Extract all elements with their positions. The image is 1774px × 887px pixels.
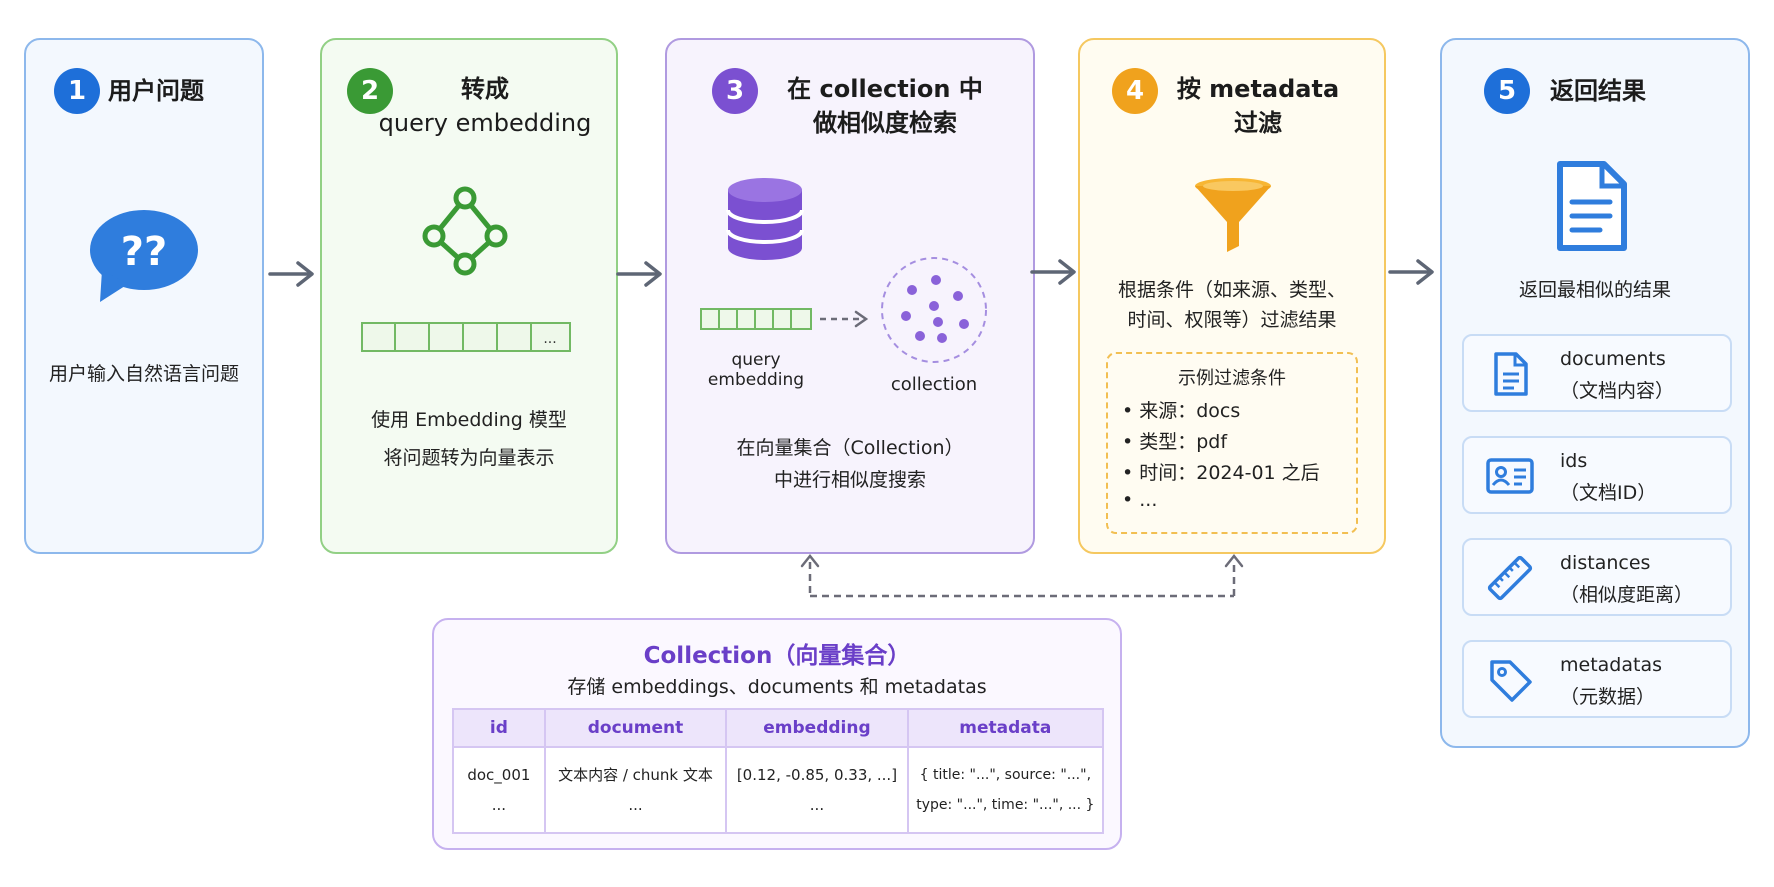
column-header-id: id: [452, 708, 546, 748]
database-icon: [726, 178, 804, 260]
step-1-badge: 1: [54, 68, 100, 114]
step-4-desc-line1: 根据条件（如来源、类型、: [1117, 279, 1346, 301]
dashed-arrow-to-collection: [820, 310, 869, 328]
cell-embedding: [0.12, -0.85, 0.33, ...] ...: [725, 746, 909, 834]
cell-line: ...: [491, 796, 507, 814]
id-card-icon: [1486, 458, 1534, 494]
step-4-title-line1: 按 metadata: [1176, 75, 1340, 103]
result-desc: （相似度距离）: [1560, 584, 1694, 606]
result-item-ids: ids （文档ID）: [1462, 436, 1732, 514]
filter-example-title: 示例过滤条件: [1178, 368, 1286, 389]
filter-example-item: • ...: [1122, 489, 1158, 511]
step-2-badge: 2: [347, 68, 393, 114]
result-desc: （文档内容）: [1560, 380, 1675, 402]
result-desc: （文档ID）: [1560, 482, 1657, 504]
arrow-2-3: [616, 261, 662, 287]
step-5-title: 返回结果: [1550, 77, 1646, 105]
result-item-distances: distances （相似度距离）: [1462, 538, 1732, 616]
filter-example-item: • 类型：pdf: [1122, 431, 1228, 453]
result-item-metadatas: metadatas （元数据）: [1462, 640, 1732, 718]
step-1-card: [24, 38, 264, 554]
filter-example-item: • 来源：docs: [1122, 400, 1241, 422]
result-name: documents: [1560, 348, 1666, 370]
cell-line: type: "...", time: "...", ... }: [916, 797, 1095, 813]
step-4-title-line2: 过滤: [1234, 109, 1282, 137]
step-3-title-line1: 在 collection 中: [787, 75, 983, 103]
table-row: doc_001 ... 文本内容 / chunk 文本 ... [0.12, -…: [452, 746, 1105, 834]
step-2-title-line2: query embedding: [378, 109, 592, 137]
step-4-badge: 4: [1112, 68, 1158, 114]
cell-line: [0.12, -0.85, 0.33, ...]: [736, 766, 898, 784]
ruler-icon: [1487, 555, 1533, 601]
step-5-badge: 5: [1484, 68, 1530, 114]
result-name: distances: [1560, 552, 1651, 574]
filter-example-item: • 时间：2024-01 之后: [1122, 462, 1320, 484]
query-vector-cells: [700, 308, 812, 330]
result-name: metadatas: [1560, 654, 1662, 676]
step-4-desc-line2: 时间、权限等）过滤结果: [1127, 309, 1337, 331]
arrow-3-4: [1030, 259, 1076, 285]
step-3-title-line2: 做相似度检索: [813, 109, 957, 137]
result-item-documents: documents （文档内容）: [1462, 334, 1732, 412]
step-3-desc-line1: 在向量集合（Collection）: [736, 437, 964, 459]
step-1-desc: 用户输入自然语言问题: [48, 363, 239, 385]
result-name: ids: [1560, 450, 1588, 472]
column-header-document: document: [543, 708, 728, 748]
step-1-title: 用户问题: [108, 77, 204, 105]
cell-line: { title: "...", source: "...",: [919, 767, 1092, 783]
result-document-icon: [1557, 161, 1627, 251]
arrow-1-2: [268, 261, 314, 287]
table-header-row: id document embedding metadata: [452, 708, 1105, 748]
cell-id: doc_001 ...: [452, 746, 546, 834]
cell-line: 文本内容 / chunk 文本: [558, 766, 713, 784]
collection-connector: [800, 553, 1244, 598]
step-2-card: [320, 38, 618, 554]
step-3-badge: 3: [712, 68, 758, 114]
funnel-icon: [1195, 178, 1271, 252]
filter-example-box: 示例过滤条件 • 来源：docs • 类型：pdf • 时间：2024-01 之…: [1106, 352, 1358, 534]
document-icon: [1494, 352, 1528, 396]
vector-ellipsis: ...: [543, 331, 556, 347]
cell-document: 文本内容 / chunk 文本 ...: [543, 746, 728, 834]
step-2-desc-line2: 将问题转为向量表示: [383, 447, 555, 469]
collection-panel: Collection（向量集合） 存储 embeddings、documents…: [432, 618, 1122, 850]
question-bubble-icon: ??: [90, 210, 198, 302]
arrow-4-5: [1388, 259, 1434, 285]
collection-cluster-icon: [881, 257, 987, 363]
collection-title: Collection（向量集合）: [643, 643, 911, 669]
collection-label: collection: [890, 374, 978, 395]
cell-line: ...: [809, 796, 825, 814]
cell-line: ...: [628, 796, 643, 814]
collection-subtitle: 存储 embeddings、documents 和 metadatas: [567, 676, 987, 698]
question-marks: ??: [121, 229, 167, 275]
step-2-title-line1: 转成: [461, 75, 509, 103]
cell-line: doc_001: [467, 766, 531, 784]
collection-table: id document embedding metadata doc_001 .…: [452, 708, 1105, 834]
column-header-metadata: metadata: [906, 708, 1105, 748]
cell-metadata: { title: "...", source: "...", type: "..…: [906, 746, 1105, 834]
step-3-card: [665, 38, 1035, 554]
result-desc: （元数据）: [1560, 686, 1656, 708]
step-2-desc-line1: 使用 Embedding 模型: [371, 409, 567, 431]
column-header-embedding: embedding: [725, 708, 909, 748]
step-3-desc-line2: 中进行相似度搜索: [773, 469, 926, 491]
step-5-desc: 返回最相似的结果: [1518, 279, 1671, 301]
query-embedding-label: query embedding: [707, 350, 805, 390]
graph-node-icon: [422, 186, 508, 276]
vector-cells: ...: [361, 322, 571, 352]
tag-icon: [1490, 660, 1532, 702]
